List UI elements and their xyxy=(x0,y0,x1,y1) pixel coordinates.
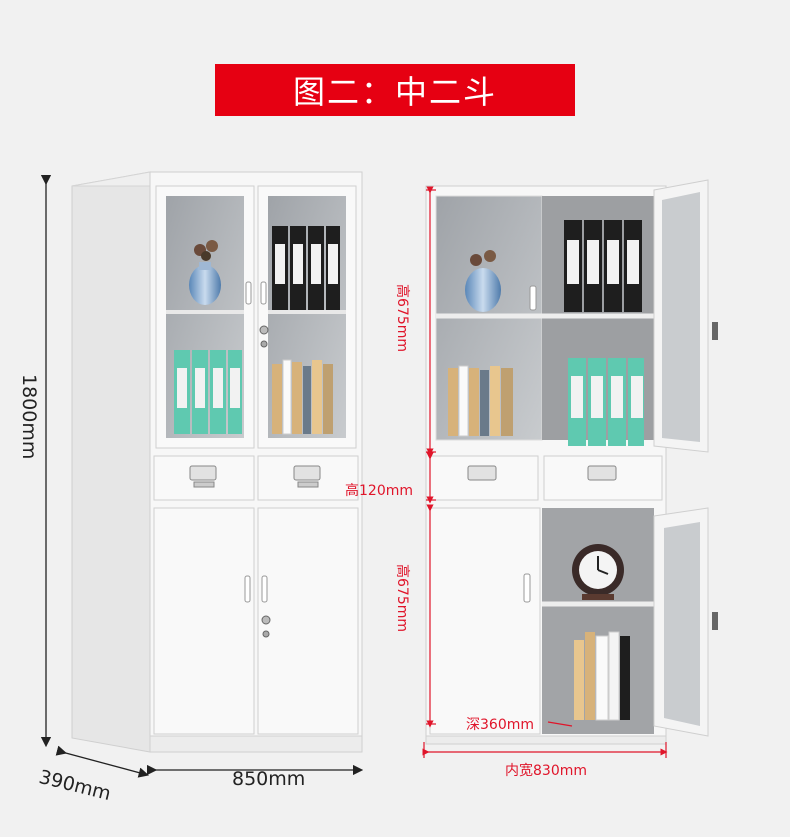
vase-decoration xyxy=(189,240,221,305)
books xyxy=(272,359,333,435)
lower-left-door xyxy=(153,507,255,735)
clock-decoration xyxy=(572,544,624,600)
lower-height-label: 高675mm xyxy=(394,564,410,632)
upper-height-label: 高675mm xyxy=(394,284,410,352)
red-annotations xyxy=(422,186,668,758)
inner-depth-label: 深360mm xyxy=(466,717,534,733)
teal-binders xyxy=(174,350,242,434)
title-text: 图二：中二斗 xyxy=(292,73,497,111)
depth-dimension-line xyxy=(55,745,150,778)
lower-right-door xyxy=(257,507,359,735)
inner-width-label: 内宽830mm xyxy=(505,763,587,779)
cabinet-side-panel xyxy=(71,171,151,753)
open-cabinet xyxy=(425,179,718,745)
black-binders xyxy=(272,226,340,310)
closed-cabinet xyxy=(71,171,363,753)
title-banner: 图二：中二斗 xyxy=(215,64,575,116)
cabinet-base xyxy=(149,735,363,753)
drawer-height-label: 高120mm xyxy=(345,483,413,499)
width-label: 850mm xyxy=(232,768,306,790)
height-label: 1800mm xyxy=(18,374,40,460)
